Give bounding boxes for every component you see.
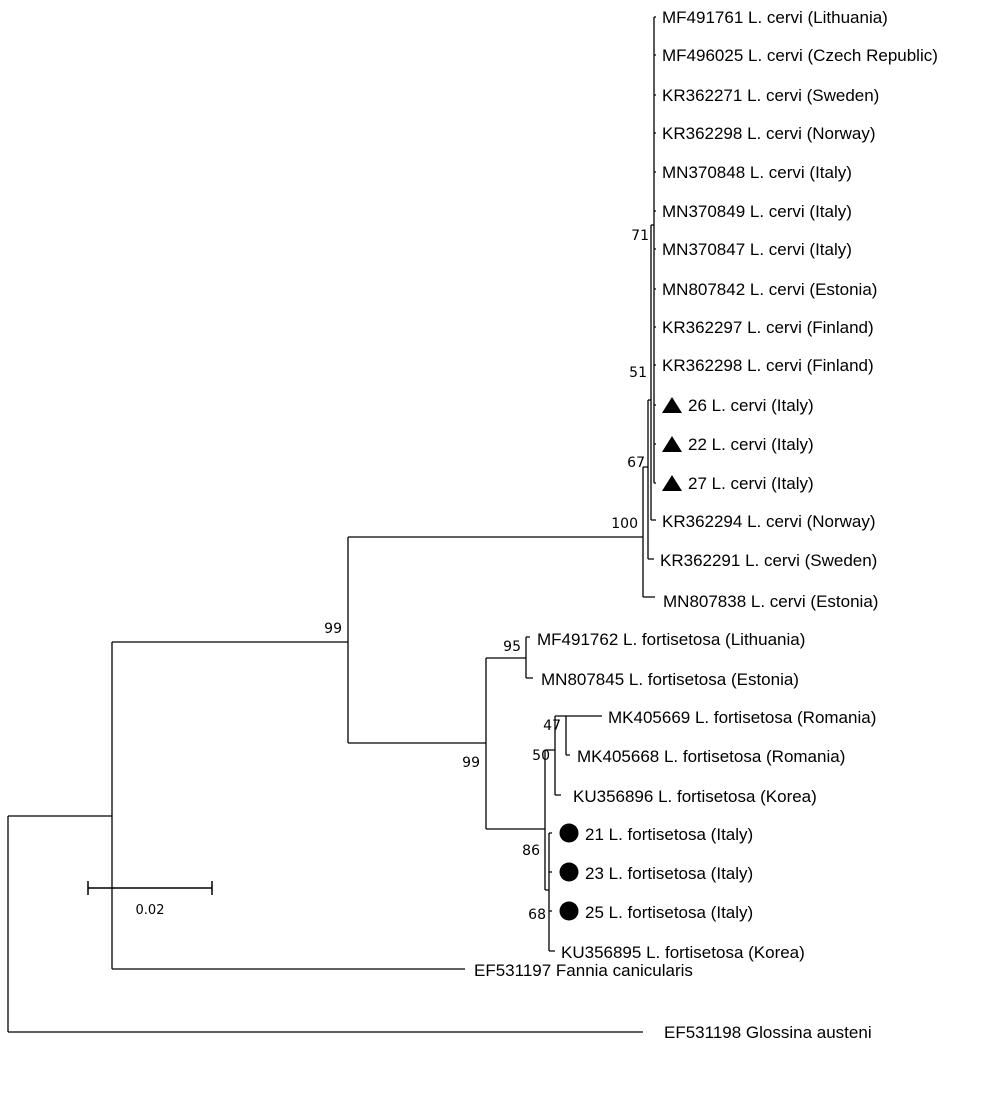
- branch-fortisetosa-86: [544, 749, 555, 891]
- tree-branches: [7, 16, 656, 1033]
- taxon-label: MN807845 L. fortisetosa (Estonia): [541, 670, 799, 689]
- circle-marker: [559, 862, 579, 882]
- taxon-label: MN370848 L. cervi (Italy): [662, 163, 852, 182]
- branch-fortisetosa-99: [485, 657, 545, 830]
- branch-cervi-71: [653, 16, 656, 484]
- taxon-labels: MF491761 L. cervi (Lithuania) MF496025 L…: [474, 8, 938, 1042]
- branch-fortisetosa-47: [565, 715, 602, 756]
- branch-root: [7, 815, 643, 1033]
- taxon-label: KR362291 L. cervi (Sweden): [660, 551, 877, 570]
- taxon-label: KU356895 L. fortisetosa (Korea): [561, 943, 805, 962]
- taxon-label: 22 L. cervi (Italy): [688, 435, 814, 454]
- branch-genus-node: [347, 536, 643, 744]
- circle-marker: [559, 901, 579, 921]
- bootstrap-value: 71: [631, 228, 649, 244]
- sample-markers: [559, 397, 682, 921]
- taxon-label: KR362297 L. cervi (Finland): [662, 318, 874, 337]
- taxon-label: MF491762 L. fortisetosa (Lithuania): [537, 630, 805, 649]
- bootstrap-value: 50: [532, 748, 550, 764]
- taxon-label: 27 L. cervi (Italy): [688, 474, 814, 493]
- bootstrap-value: 100: [611, 516, 638, 532]
- branch-ingroup-node: [111, 641, 465, 970]
- circle-marker: [559, 823, 579, 843]
- taxon-label: 23 L. fortisetosa (Italy): [585, 864, 753, 883]
- taxon-label: MN370847 L. cervi (Italy): [662, 240, 852, 259]
- taxon-label: MK405668 L. fortisetosa (Romania): [577, 747, 845, 766]
- taxon-label: EF531198 Glossina austeni: [664, 1023, 872, 1042]
- taxon-label: 21 L. fortisetosa (Italy): [585, 825, 753, 844]
- taxon-label: KR362271 L. cervi (Sweden): [662, 86, 879, 105]
- triangle-marker: [662, 397, 682, 413]
- taxon-label: MK405669 L. fortisetosa (Romania): [608, 708, 876, 727]
- bootstrap-value: 99: [324, 621, 342, 637]
- taxon-label: MF496025 L. cervi (Czech Republic): [662, 46, 938, 65]
- taxon-label: MN807842 L. cervi (Estonia): [662, 280, 877, 299]
- bootstrap-value: 47: [543, 718, 561, 734]
- bootstrap-value: 67: [627, 455, 645, 471]
- taxon-label: EF531197 Fannia canicularis: [474, 961, 693, 980]
- taxon-label: KR362298 L. cervi (Norway): [662, 124, 876, 143]
- taxon-label: 25 L. fortisetosa (Italy): [585, 903, 753, 922]
- bootstrap-value: 95: [503, 639, 521, 655]
- bootstrap-value: 86: [522, 843, 540, 859]
- bootstrap-value: 68: [528, 907, 546, 923]
- taxon-label: KR362298 L. cervi (Finland): [662, 356, 874, 375]
- taxon-label: MF491761 L. cervi (Lithuania): [662, 8, 888, 27]
- taxon-label: MN370849 L. cervi (Italy): [662, 202, 852, 221]
- taxon-label: KR362294 L. cervi (Norway): [662, 512, 876, 531]
- bootstrap-value: 51: [629, 365, 647, 381]
- branch-fortisetosa-68: [548, 832, 555, 952]
- scale-bar-line: [87, 881, 213, 895]
- taxon-label: 26 L. cervi (Italy): [688, 396, 814, 415]
- taxon-label: KU356896 L. fortisetosa (Korea): [573, 787, 817, 806]
- triangle-marker: [662, 436, 682, 452]
- scale-bar: 0.02: [87, 881, 213, 918]
- branch-cervi-100: [642, 466, 655, 598]
- bootstrap-values: 71 51 67 100 99 95 99 47 50 86 68: [324, 228, 649, 923]
- triangle-marker: [662, 475, 682, 491]
- branch-fortisetosa-95: [525, 636, 533, 679]
- taxon-label: MN807838 L. cervi (Estonia): [663, 592, 878, 611]
- bootstrap-value: 99: [462, 755, 480, 771]
- scale-bar-label: 0.02: [136, 903, 165, 918]
- branch-fortisetosa-50: [554, 715, 566, 796]
